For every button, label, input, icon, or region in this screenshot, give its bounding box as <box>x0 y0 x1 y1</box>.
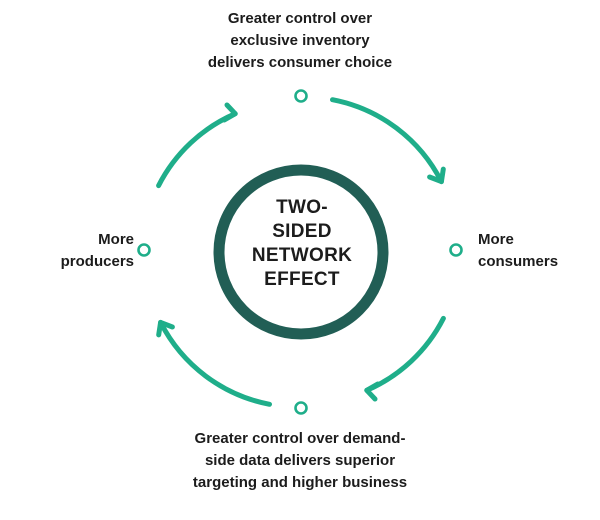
arrowhead-top-right <box>427 166 446 185</box>
center-ring <box>213 164 389 340</box>
node-label-line: targeting and higher business <box>192 474 408 491</box>
center-title: TWO- SIDED NETWORK EFFECT <box>222 196 382 292</box>
node-label-line: Greater control over <box>227 10 373 27</box>
node-label-line: exclusive inventory <box>230 32 370 49</box>
node-label-line: consumers <box>478 253 559 270</box>
node-label-right: More consumers <box>478 229 588 273</box>
center-title-line: SIDED <box>272 221 332 242</box>
node-label-line: More <box>478 231 514 248</box>
node-label-line: delivers consumer choice <box>207 54 393 71</box>
node-label-line: producers <box>60 253 134 270</box>
arc-bottom-left <box>158 319 272 407</box>
node-dot-top <box>294 89 308 103</box>
node-label-line: side data delivers superior <box>204 452 396 469</box>
arc-bottom-right <box>364 315 446 393</box>
node-label-top: Greater control over exclusive inventory… <box>150 8 450 74</box>
node-dot-right <box>449 243 463 257</box>
node-label-bottom: Greater control over demand- side data d… <box>140 428 460 494</box>
node-label-left: More producers <box>40 229 134 273</box>
center-title-line: NETWORK <box>251 245 353 266</box>
arc-top-left <box>156 111 238 189</box>
center-title-line: EFFECT <box>264 269 340 290</box>
node-label-line: More <box>98 231 134 248</box>
arrowhead-top-left <box>221 102 238 123</box>
arrowhead-bottom-right <box>364 381 381 402</box>
node-label-line: Greater control over demand- <box>194 430 406 447</box>
arc-top-right <box>330 97 444 185</box>
arrowhead-bottom-left <box>156 319 175 338</box>
node-dot-left <box>137 243 151 257</box>
center-title-line: TWO- <box>276 197 328 218</box>
node-dot-bottom <box>294 401 308 415</box>
